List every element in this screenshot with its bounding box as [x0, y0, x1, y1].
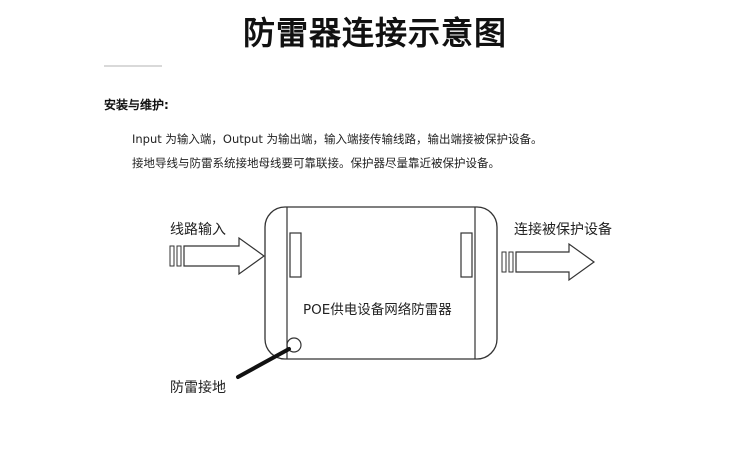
output-arrow — [501, 242, 596, 282]
ground-terminal — [286, 337, 302, 353]
input-arrow — [169, 236, 266, 276]
page-title: 防雷器连接示意图 — [242, 14, 507, 52]
output-label: 连接被保护设备 — [514, 222, 612, 238]
ground-label: 防雷接地 — [170, 380, 226, 396]
section-heading: 安装与维护: — [104, 98, 169, 112]
input-port — [289, 232, 302, 278]
device-label: POE供电设备网络防雷器 — [303, 302, 452, 318]
protector-device-body — [264, 206, 498, 360]
input-label: 线路输入 — [170, 222, 226, 238]
instruction-line-2: 接地导线与防雷系统接地母线要可靠联接。保护器尽量靠近被保护设备。 — [132, 156, 500, 170]
ground-wire — [236, 347, 291, 379]
instruction-line-1: Input 为输入端，Output 为输出端，输入端接传输线路，输出端接被保护设… — [132, 132, 543, 146]
output-port — [460, 232, 473, 278]
divider — [104, 65, 162, 67]
